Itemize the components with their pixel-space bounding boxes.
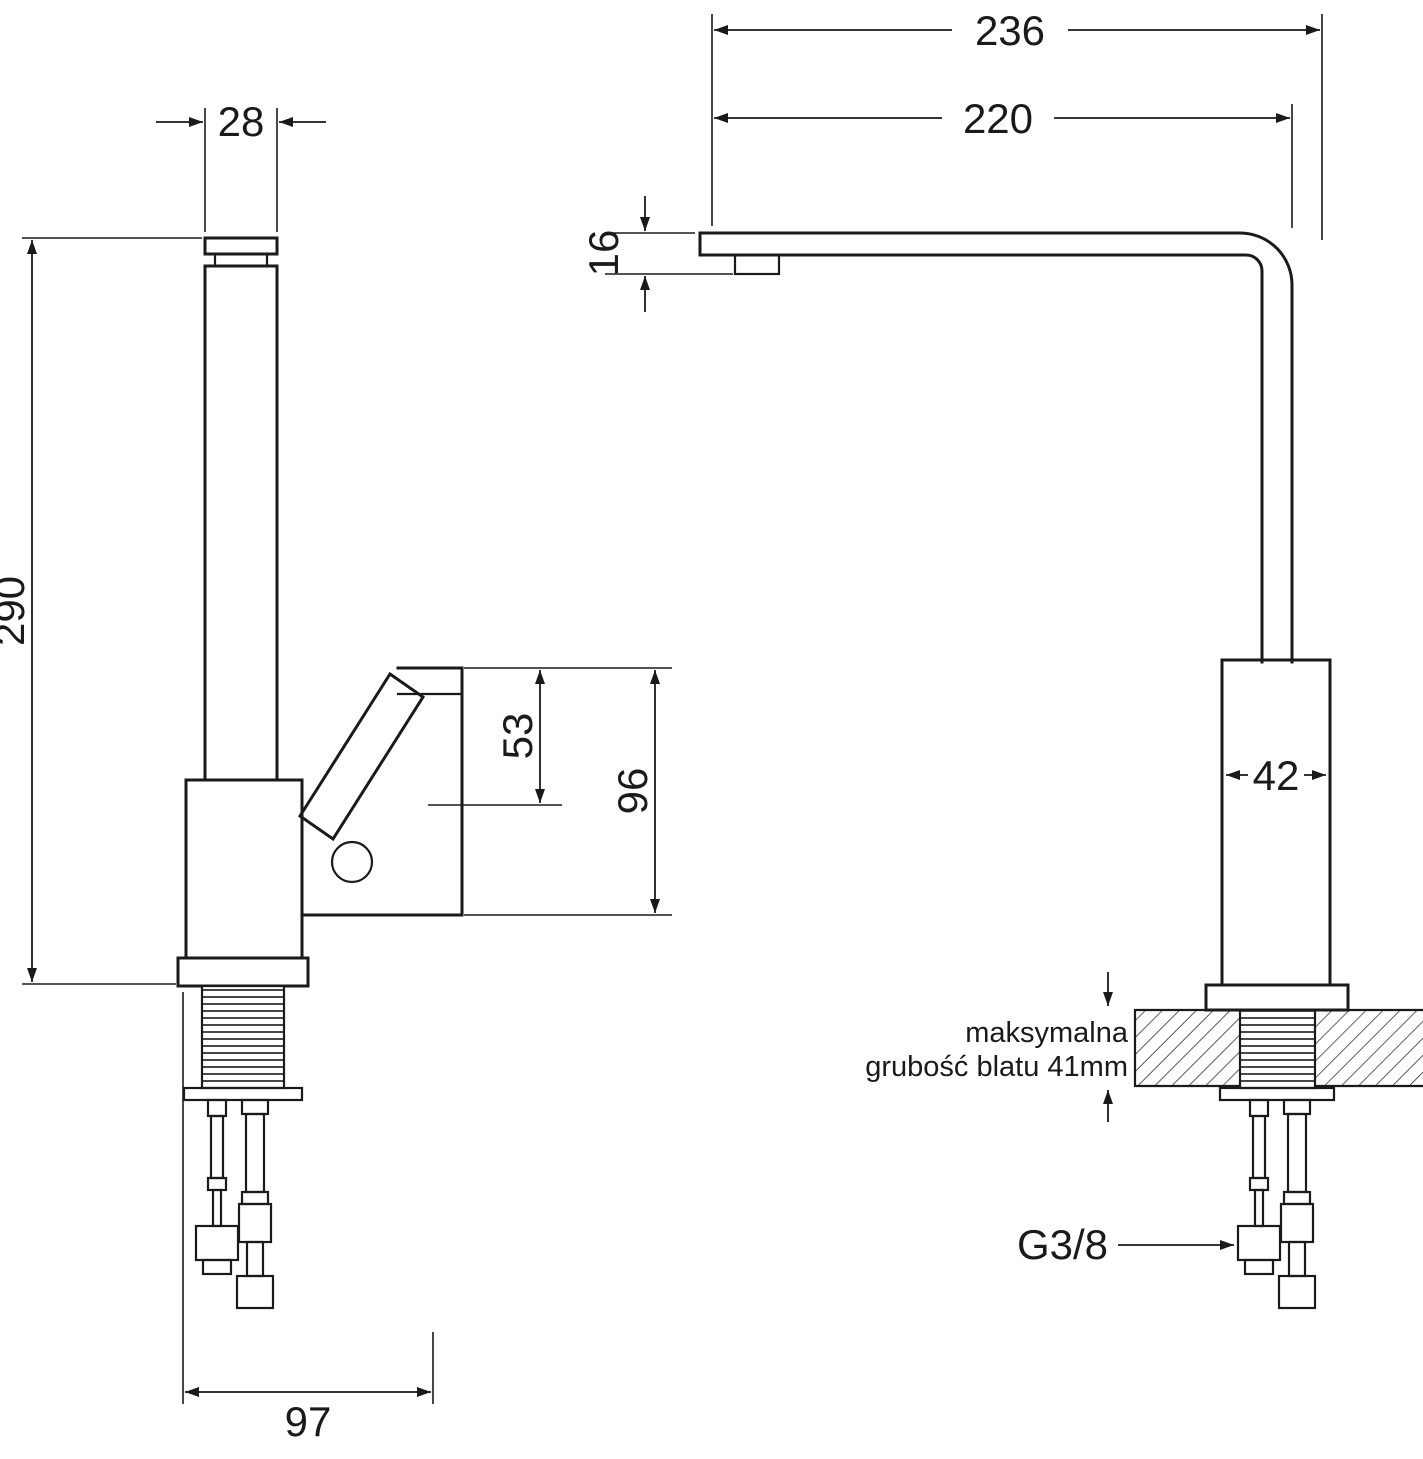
dim-290-extensions <box>22 237 202 985</box>
stud-segment <box>209 1114 225 1180</box>
body-cylinder <box>1220 658 1332 987</box>
countertop: maksymalna grubość blatu 41mm <box>865 972 1423 1122</box>
dim-53: 53 <box>428 667 672 806</box>
dim-16-extensions <box>605 232 733 275</box>
spout-inner <box>698 253 1264 664</box>
stud-segment <box>1253 1188 1265 1228</box>
body-block <box>184 778 304 960</box>
hose-nut-tip <box>201 1258 233 1276</box>
stud-segment <box>206 1098 228 1118</box>
thread-texture-front <box>1240 1010 1315 1088</box>
dim-236-label: 236 <box>975 7 1045 54</box>
base-flange-front <box>1204 983 1350 1012</box>
countertop-note: maksymalna grubość blatu 41mm <box>865 1017 1129 1083</box>
spout-side <box>203 236 279 782</box>
hose-segment <box>1282 1190 1312 1206</box>
stud-segment <box>1248 1176 1270 1192</box>
dim-42: 42 <box>1226 752 1326 799</box>
stud-segment <box>211 1188 223 1228</box>
dim-97-label: 97 <box>285 1398 332 1445</box>
dim-28: 28 <box>156 98 326 232</box>
handle-block <box>300 666 464 917</box>
faucet-body-front <box>1204 658 1350 1012</box>
dim-220-label: 220 <box>963 95 1033 142</box>
aerator <box>733 253 781 276</box>
countertop-hatch-right <box>1315 1010 1423 1086</box>
left-view: 28 290 53 96 97 <box>0 98 672 1445</box>
dim-28-extensions <box>204 108 278 232</box>
dim-220-mask <box>942 94 1054 140</box>
dim-96: 96 <box>464 670 672 916</box>
hose-nut <box>235 1274 275 1310</box>
dim-16-label: 16 <box>580 230 627 277</box>
hose-nut-tip <box>1243 1258 1275 1276</box>
dim-16: 16 <box>580 196 733 312</box>
stud-segment <box>1251 1114 1267 1180</box>
dim-290: 290 <box>0 237 202 985</box>
dim-53-extensions <box>428 667 672 806</box>
countertop-note-line2: grubość blatu 41mm <box>865 1051 1128 1083</box>
right-view: 236 220 16 42 <box>580 6 1423 1310</box>
lever-pivot <box>330 840 374 884</box>
dim-236-mask <box>952 6 1068 52</box>
base-flange <box>176 956 310 988</box>
lever-arm <box>297 671 426 842</box>
hose-segment <box>240 1098 270 1116</box>
dim-42-label: 42 <box>1253 752 1300 799</box>
hose-segment <box>245 1240 265 1278</box>
spout-outer <box>698 231 1294 664</box>
dim-290-label: 290 <box>0 576 33 646</box>
washer-front <box>1218 1086 1336 1102</box>
countertop-hatch-left <box>1135 1010 1240 1086</box>
hose-nut <box>194 1224 240 1262</box>
dim-97-extensions <box>182 992 434 1404</box>
dim-42-mask <box>1248 753 1304 797</box>
hose-nut <box>1279 1202 1315 1244</box>
dim-236-extensions <box>711 14 1323 240</box>
hose-segment <box>240 1190 270 1206</box>
hose-segment <box>1287 1240 1307 1278</box>
dim-97: 97 <box>182 992 434 1445</box>
stud-segment <box>206 1176 228 1192</box>
dim-236: 236 <box>711 6 1323 240</box>
thread-callout: G3/8 <box>1017 1221 1234 1268</box>
thread-label: G3/8 <box>1017 1221 1108 1268</box>
thread-section-left <box>182 984 304 1102</box>
hose-segment <box>1286 1112 1308 1194</box>
faucet-body-side <box>176 778 310 988</box>
lever-handle <box>297 666 464 917</box>
stud-segment <box>1248 1098 1270 1118</box>
dim-28-label: 28 <box>218 98 265 145</box>
countertop-note-line1: maksymalna <box>965 1017 1129 1049</box>
hose-nut <box>237 1202 273 1244</box>
mounting-hardware-left <box>194 1098 275 1310</box>
dim-220: 220 <box>714 94 1293 228</box>
g38-nut <box>1236 1224 1282 1262</box>
mounting-hardware-right <box>1236 1098 1317 1310</box>
hose-nut <box>1277 1274 1317 1310</box>
dim-53-label: 53 <box>494 713 541 760</box>
spout-neck <box>213 252 269 268</box>
washer <box>182 1086 304 1102</box>
thread-texture <box>202 986 284 1088</box>
spout-column <box>203 264 279 782</box>
dim-96-label: 96 <box>609 768 656 815</box>
spout-cap <box>203 236 279 256</box>
hose-segment <box>244 1112 266 1194</box>
hose-segment <box>1282 1098 1312 1116</box>
spout-front <box>698 231 1294 664</box>
